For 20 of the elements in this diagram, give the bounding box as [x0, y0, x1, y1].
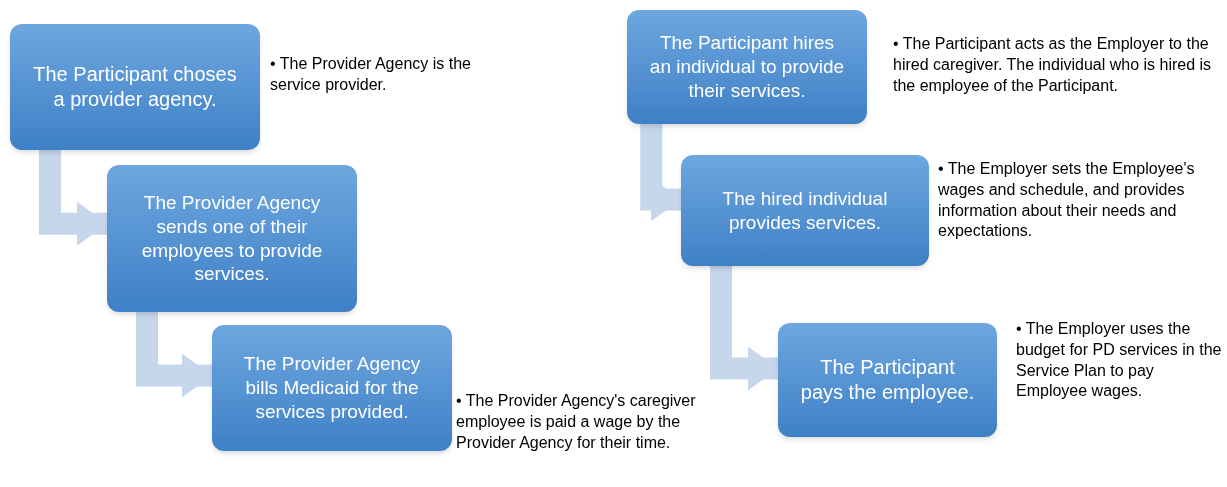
- process-box: [212, 325, 452, 451]
- bent-arrow: [710, 266, 778, 391]
- box-text: The Provider Agency bills Medicaid for the services provided.: [242, 352, 422, 424]
- process-box: [681, 155, 929, 266]
- box-text: The Provider Agency sends one of their employees to provide services.: [140, 191, 324, 286]
- process-box: [778, 323, 997, 437]
- process-box: [627, 10, 867, 124]
- box-text: The Participant hires an individual to provide their services.: [648, 31, 846, 103]
- bullet-note: • The Provider Agency is the service provider.: [270, 54, 472, 95]
- bullet-note: • The Employer uses the budget for PD services in the Service Plan to pay Employee wages.: [1016, 319, 1223, 402]
- box-text: The hired individual provides services.: [721, 186, 889, 235]
- process-box: [10, 24, 260, 150]
- bullet-note: • The Participant acts as the Employer to the hired caregiver. The individual who is hired is the employee of the Participant.: [893, 34, 1213, 96]
- bullet-note: • The Employer sets the Employee's wages and schedule, and provides information about their needs and expectations.: [938, 159, 1196, 242]
- bullet-note: • The Provider Agency's caregiver employee is paid a wage by the Provider Agency for their time.: [456, 391, 697, 453]
- bent-arrow: [136, 312, 212, 398]
- box-text: The Participant pays the employee.: [799, 355, 976, 405]
- box-text: The Participant choses a provider agency.: [32, 62, 238, 112]
- bent-arrow: [640, 124, 681, 222]
- process-box: [107, 165, 357, 312]
